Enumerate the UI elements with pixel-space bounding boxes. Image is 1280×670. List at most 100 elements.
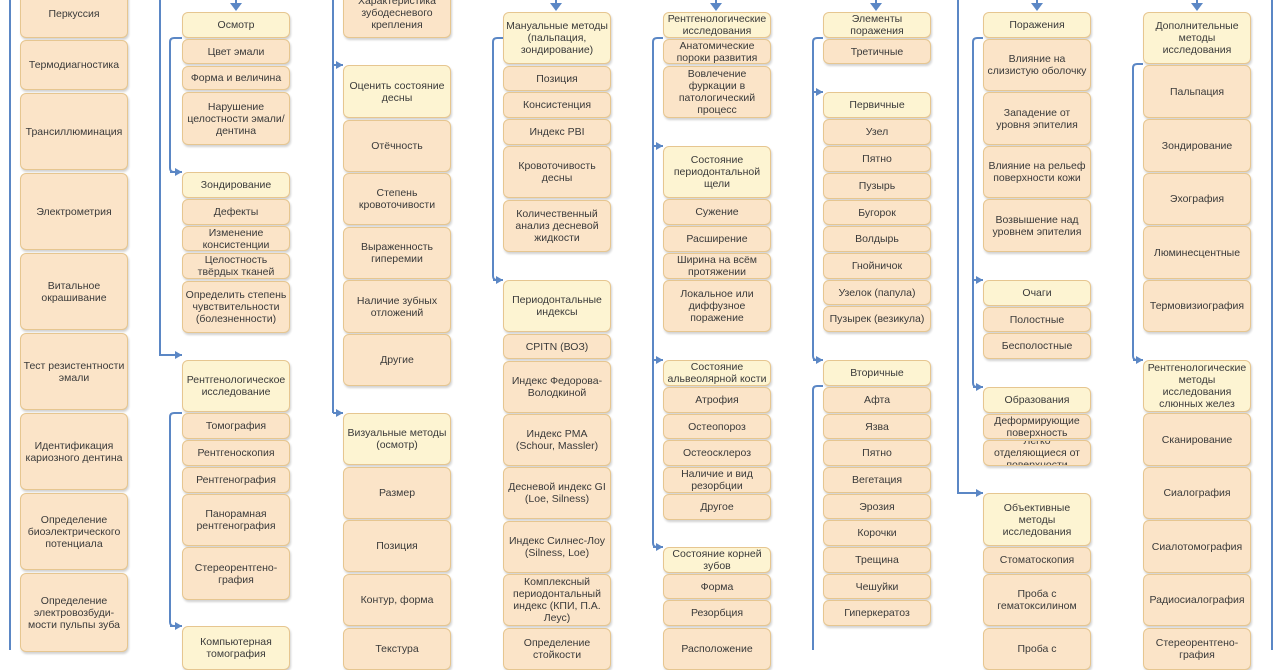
diagram-node: Радиосиалография <box>1143 574 1251 626</box>
diagram-node: Наличие и вид резорбции <box>663 467 771 493</box>
diagram-node: Пузырек (везикула) <box>823 306 931 332</box>
diagram-node: Сканирование <box>1143 413 1251 466</box>
diagram-node: Люминесцентные <box>1143 226 1251 279</box>
diagram-node: Узелок (папула) <box>823 280 931 305</box>
arrow-down-icon <box>1031 3 1043 11</box>
group-header-node: Рентгенологическое исследование <box>182 360 290 412</box>
diagram-node: Язва <box>823 414 931 439</box>
diagram-node: Дефекты <box>182 199 290 225</box>
connector <box>492 37 503 281</box>
diagram-node: Идентификация кариозного дентина <box>20 413 128 490</box>
diagram-node: Трещина <box>823 547 931 573</box>
arrow-down-icon <box>550 3 562 11</box>
diagram-node: Вовлечение фуркации в патологический про… <box>663 66 771 118</box>
diagram-node: Зондирование <box>1143 119 1251 172</box>
diagram-node: Определение стойкости <box>503 628 611 670</box>
diagram-node: Эхография <box>1143 173 1251 225</box>
diagram-node: Текстура <box>343 628 451 670</box>
diagram-node: Позиция <box>503 66 611 91</box>
diagram-node: Панорамная рентгенография <box>182 494 290 546</box>
diagram-node: Определение электровозбуди-мости пульпы … <box>20 573 128 652</box>
diagram-node: Остеопороз <box>663 414 771 439</box>
arrow-right-icon <box>656 142 663 150</box>
diagram-node: Контур, форма <box>343 574 451 626</box>
arrow-right-icon <box>976 489 983 497</box>
diagram-node: Форма и величина <box>182 66 290 90</box>
arrow-right-icon <box>656 543 663 551</box>
diagram-node: Пятно <box>823 440 931 466</box>
diagram-node: Стереорентгено-графия <box>182 547 290 600</box>
diagram-node: Электрометрия <box>20 173 128 250</box>
arrow-right-icon <box>175 622 182 630</box>
diagram-node: Корочки <box>823 520 931 546</box>
arrow-right-icon <box>496 276 503 284</box>
group-header-node: Образования <box>983 387 1091 413</box>
diagram-node: Характеристика зубодесневого крепления <box>343 0 451 38</box>
diagram-node: Пальпация <box>1143 65 1251 118</box>
diagram-node: Термовизиография <box>1143 280 1251 332</box>
diagram-node: Сиалотомография <box>1143 520 1251 573</box>
diagram-node: Проба с <box>983 628 1091 670</box>
diagram-node: Изменение консистенции <box>182 226 290 251</box>
diagram-node: Волдырь <box>823 226 931 252</box>
diagram-node: Полостные <box>983 307 1091 332</box>
diagram-node: Рентгенография <box>182 467 290 493</box>
diagram-node: Расширение <box>663 226 771 252</box>
connector <box>169 412 182 627</box>
diagram-node: Перкуссия <box>20 0 128 38</box>
diagram-node: Третичные <box>823 39 931 64</box>
diagram-node: Рентгеноскопия <box>182 440 290 466</box>
diagram-node: Нарушение целостности эмали/ дентина <box>182 92 290 145</box>
arrow-down-icon <box>1191 3 1203 11</box>
diagram-node: Определение биоэлектрического потенциала <box>20 493 128 570</box>
connector <box>972 37 983 388</box>
diagram-node: Гиперкератоз <box>823 600 931 626</box>
group-header-node: Периодонтальные индексы <box>503 280 611 332</box>
diagram-node: Влияние на слизистую оболочку <box>983 39 1091 91</box>
diagram-node: Проба с гематоксилином <box>983 574 1091 626</box>
diagram-node: Позиция <box>343 520 451 572</box>
diagram-node: Степень кровоточивости <box>343 173 451 225</box>
diagram-node: Остеосклероз <box>663 440 771 466</box>
diagram-node: Наличие зубных отложений <box>343 280 451 333</box>
arrow-right-icon <box>656 356 663 364</box>
group-header-node: Визуальные методы (осмотр) <box>343 413 451 465</box>
diagram-node: Индекс Силнес-Лоу (Silness, Loe) <box>503 521 611 573</box>
diagram-node: Термодиагностика <box>20 40 128 90</box>
diagram-node: Эрозия <box>823 494 931 519</box>
group-header-node: Поражения <box>983 12 1091 38</box>
connector <box>812 385 823 650</box>
arrow-down-icon <box>870 3 882 11</box>
diagram-node: Целостность твёрдых тканей <box>182 253 290 279</box>
connector-lines <box>9 0 1273 650</box>
diagram-node: Стоматоскопия <box>983 547 1091 573</box>
diagram-node: Влияние на рельеф поверхности кожи <box>983 146 1091 198</box>
connector <box>812 37 823 361</box>
diagram-node: Индекс PBI <box>503 119 611 145</box>
arrow-right-icon <box>816 356 823 364</box>
diagram-node: Цвет эмали <box>182 39 290 64</box>
diagram-node: Анатомические пороки развития <box>663 39 771 64</box>
diagram-node: Томография <box>182 413 290 439</box>
diagram-node: Консистенция <box>503 92 611 118</box>
diagram-node: Чешуйки <box>823 574 931 599</box>
arrow-right-icon <box>175 168 182 176</box>
diagram-node: Резорбция <box>663 600 771 626</box>
group-header-node: Состояние периодонтальной щели <box>663 146 771 198</box>
group-header-node: Первичные <box>823 92 931 118</box>
diagram-node: Вегетация <box>823 467 931 493</box>
group-header-node: Состояние корней зубов <box>663 547 771 573</box>
diagram-node: Индекс Федорова-Володкиной <box>503 361 611 413</box>
diagram-node: Количественный анализ десневой жидкости <box>503 200 611 252</box>
group-header-node: Объективные методы исследования <box>983 493 1091 546</box>
group-header-node: Компьютерная томография <box>182 626 290 670</box>
diagram-node: Другое <box>663 494 771 520</box>
diagram-node: Стереорентгено-графия <box>1143 628 1251 670</box>
arrow-right-icon <box>175 351 182 359</box>
group-header-node: Рентгенологические методы исследования с… <box>1143 360 1251 412</box>
diagram-node: Гнойничок <box>823 253 931 279</box>
diagram-node: Узел <box>823 119 931 145</box>
diagram-node: Определить степень чувствительности (бол… <box>182 281 290 333</box>
diagram-node: Локальное или диффузное поражение <box>663 280 771 332</box>
arrow-down-icon <box>230 3 242 11</box>
